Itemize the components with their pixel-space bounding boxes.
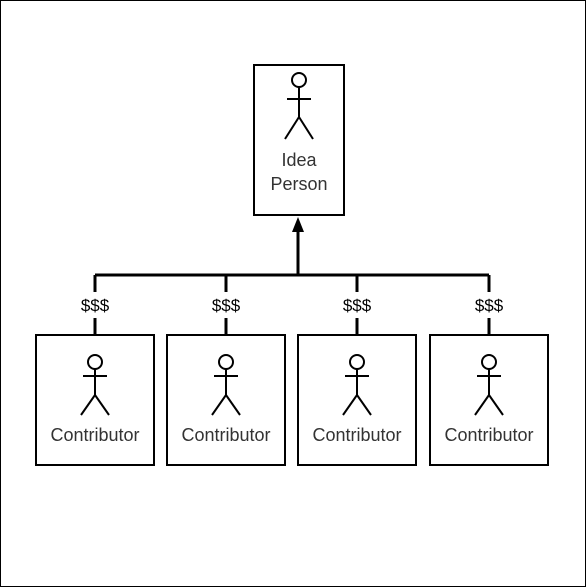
stick-figure-icon [211, 354, 241, 416]
stick-figure-icon [474, 354, 504, 416]
edge-label-money: $$$ [81, 296, 110, 315]
contributor-node[interactable]: Contributor [166, 334, 286, 466]
edge-label-bg [206, 294, 246, 316]
contributor-label: Contributor [444, 425, 533, 445]
contributor-node[interactable]: Contributor [35, 334, 155, 466]
idea-person-label-line-1: Idea [281, 150, 317, 170]
edge-label-money: $$$ [475, 296, 504, 315]
idea-person-label-line-2: Person [270, 174, 327, 194]
contributor-nodes: $$$ Contributor $$$ Contributor $$$ Contribut… [35, 294, 549, 466]
contributor-label: Contributor [312, 425, 401, 445]
edge-label-money: $$$ [343, 296, 372, 315]
edge-label-money: $$$ [212, 296, 241, 315]
idea-person-node[interactable]: Idea Person [253, 64, 345, 216]
edge-label-bg [75, 294, 115, 316]
contributor-label: Contributor [50, 425, 139, 445]
arrow-head [292, 217, 304, 232]
contributor-node[interactable]: Contributor [297, 334, 417, 466]
contributor-node[interactable]: Contributor [429, 334, 549, 466]
connectors [93, 217, 491, 335]
stick-figure-icon [80, 354, 110, 416]
stick-figure-icon [342, 354, 372, 416]
contributor-label: Contributor [181, 425, 270, 445]
stick-figure-icon [284, 72, 314, 140]
edge-label-bg [337, 294, 377, 316]
edge-label-bg [469, 294, 509, 316]
